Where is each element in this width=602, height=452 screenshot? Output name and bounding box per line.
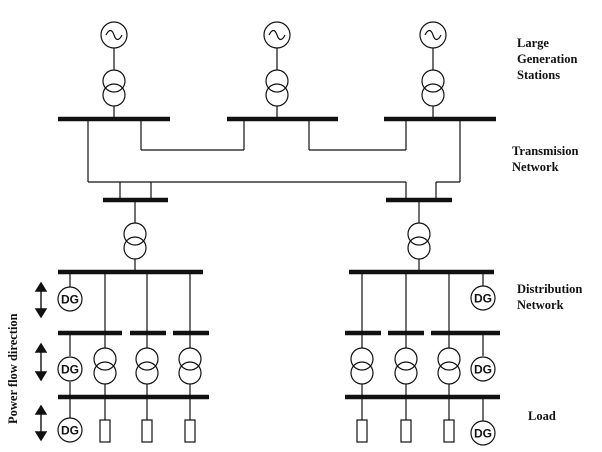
distribution-label: Distribution Network bbox=[517, 282, 583, 312]
dg-label: DG bbox=[474, 292, 492, 306]
transformer-icon bbox=[265, 69, 289, 107]
generator-icon bbox=[419, 21, 447, 49]
transformer-icon bbox=[93, 347, 117, 385]
power-flow-label: Power flow direction bbox=[6, 313, 20, 424]
transmission-lines bbox=[87, 119, 461, 200]
dg-label: DG bbox=[474, 363, 492, 377]
load-box-icon bbox=[400, 419, 412, 443]
double-arrow-icon bbox=[34, 404, 48, 442]
load-box-icon bbox=[184, 419, 196, 443]
generator-icon bbox=[263, 21, 291, 49]
dg-label: DG bbox=[61, 363, 79, 377]
dg-label: DG bbox=[61, 293, 79, 307]
load-box-icon bbox=[141, 419, 153, 443]
double-arrow-icon bbox=[34, 281, 48, 319]
dg-label: DG bbox=[474, 427, 492, 441]
dg-icon: DG bbox=[57, 417, 83, 443]
load-label: Load bbox=[528, 409, 556, 423]
dg-icon: DG bbox=[470, 285, 496, 311]
load-box-icon bbox=[356, 419, 368, 443]
transmission-label: Transmision Network bbox=[512, 144, 579, 174]
dg-icon: DG bbox=[57, 286, 83, 312]
transformer-icon bbox=[437, 347, 461, 385]
generator-icon bbox=[100, 21, 128, 49]
load-box-icon bbox=[99, 419, 111, 443]
transformer-icon bbox=[102, 69, 126, 107]
transformer-icon bbox=[135, 347, 159, 385]
generation-label: Large Generation Stations bbox=[517, 36, 578, 82]
transformer-icon bbox=[350, 347, 374, 385]
load-box-icon bbox=[443, 419, 455, 443]
transformer-icon bbox=[123, 222, 147, 260]
dg-icon: DG bbox=[470, 356, 496, 382]
transformer-icon bbox=[421, 69, 445, 107]
transformer-icon bbox=[178, 347, 202, 385]
dg-icon: DG bbox=[57, 356, 83, 382]
dg-icon: DG bbox=[470, 420, 496, 446]
transformer-icon bbox=[407, 222, 431, 260]
double-arrow-icon bbox=[34, 342, 48, 382]
dg-label: DG bbox=[61, 424, 79, 438]
transformer-icon bbox=[394, 347, 418, 385]
